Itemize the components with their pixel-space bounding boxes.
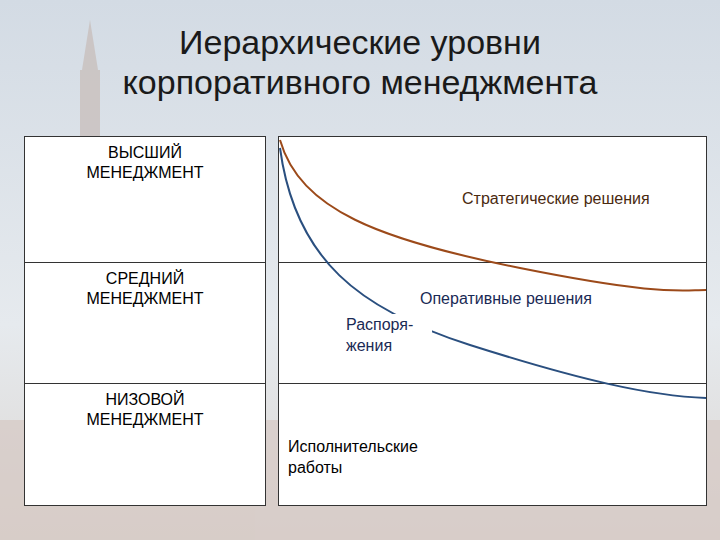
operative-curve	[280, 148, 706, 398]
level-name: НИЗОВОЙ МЕНЕДЖМЕНТ	[65, 390, 225, 430]
level-box: НИЗОВОЙ МЕНЕДЖМЕНТ	[24, 383, 266, 506]
chart-label: Распоря- жения	[344, 314, 432, 356]
level-name: СРЕДНИЙ МЕНЕДЖМЕНТ	[65, 269, 225, 309]
strategic-curve	[280, 140, 706, 291]
slide-title: Иерархические уровни корпоративного мене…	[60, 22, 660, 102]
chart-label: Оперативные решения	[418, 288, 594, 309]
chart-label: Исполнительские работы	[286, 436, 440, 478]
level-box: СРЕДНИЙ МЕНЕДЖМЕНТ	[24, 262, 266, 384]
level-box: ВЫСШИЙ МЕНЕДЖМЕНТ	[24, 136, 266, 263]
chart-label: Стратегические решения	[460, 188, 652, 209]
level-name: ВЫСШИЙ МЕНЕДЖМЕНТ	[65, 143, 225, 183]
